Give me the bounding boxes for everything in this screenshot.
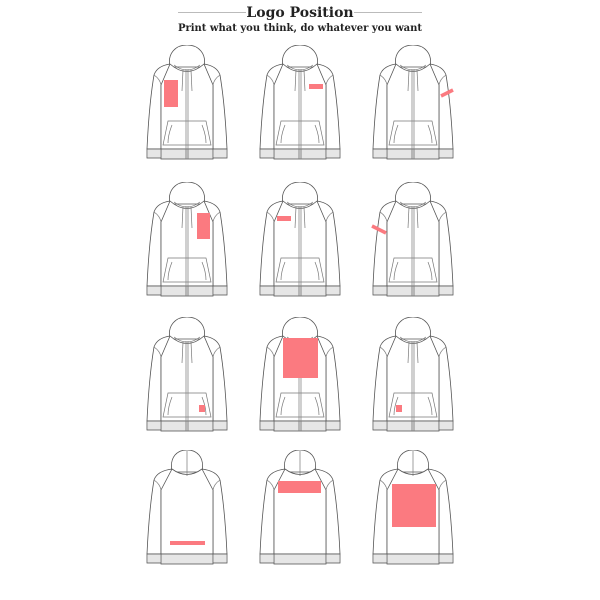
logo-area-left-chest-large — [164, 80, 178, 107]
header: Logo Position Print what you think, do w… — [0, 4, 600, 36]
logo-area-full-front — [283, 338, 318, 378]
logo-area-right-chest-large — [197, 213, 210, 239]
page-title: Logo Position — [246, 5, 354, 21]
logo-area-left-hem-small — [199, 405, 205, 412]
logo-area-left-chest-small — [277, 216, 291, 221]
front-hoodie-left-hem-small — [147, 317, 227, 431]
front-hoodie-right-chest-large — [147, 182, 227, 296]
front-hoodie-right-sleeve — [373, 182, 453, 296]
logo-area-right-chest-small — [309, 84, 323, 89]
logo-area-lower-back — [170, 541, 205, 545]
front-hoodie-left-sleeve — [373, 45, 453, 159]
logo-area-upper-back — [278, 481, 321, 493]
divider-right — [354, 12, 422, 13]
page-subtitle: Print what you think, do whatever you wa… — [177, 23, 423, 34]
logo-area-left-sleeve — [440, 88, 454, 98]
back-hoodie-upper-back — [260, 450, 340, 564]
front-hoodie-left-chest-small — [260, 182, 340, 296]
back-hoodie-lower-back — [147, 450, 227, 564]
logo-area-right-sleeve — [371, 224, 387, 235]
front-hoodie-right-chest-small — [260, 45, 340, 159]
logo-area-full-back — [392, 484, 436, 527]
front-hoodie-left-chest-large — [147, 45, 227, 159]
divider-left — [178, 12, 246, 13]
front-hoodie-right-hem-small — [373, 317, 453, 431]
logo-area-right-hem-small — [396, 405, 402, 412]
